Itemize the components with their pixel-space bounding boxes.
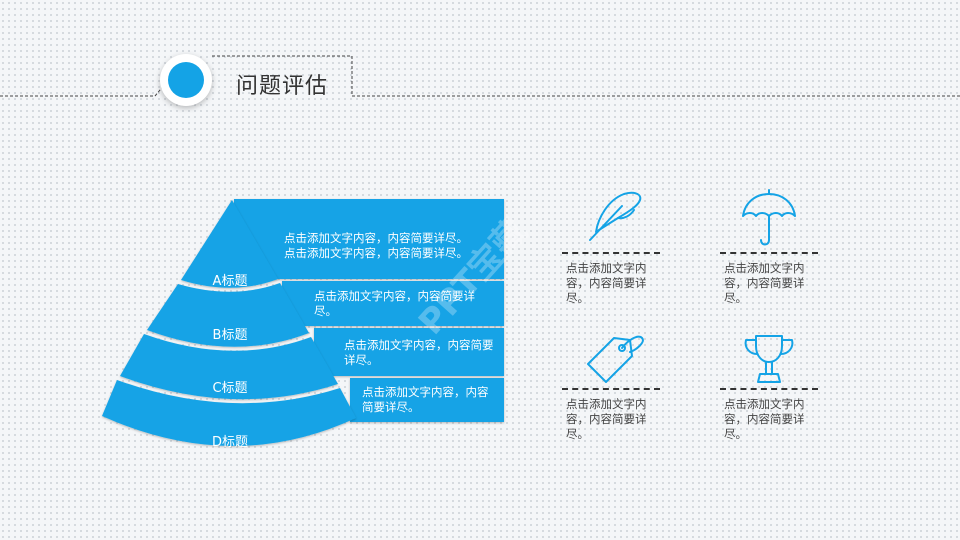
card-text-umbrella: 点击添加文字内容，内容简要详尽。 — [724, 261, 805, 305]
feather-icon — [589, 191, 642, 241]
tier-d-label: D标题 — [211, 435, 248, 450]
tier-b-label: B标题 — [212, 328, 248, 343]
card-text-feather: 点击添加文字内容，内容简要详尽。 — [566, 261, 647, 305]
tier-a-label: A标题 — [212, 274, 248, 289]
band-d — [350, 378, 504, 422]
trophy-icon — [744, 335, 794, 383]
tier-a-text-line-1: 点击添加文字内容，内容简要详尽。 — [284, 231, 468, 245]
card-divider-2 — [720, 252, 818, 254]
page-title: 问题评估 — [236, 74, 329, 99]
tier-d-text: 点击添加文字内容，内容简要详尽。 — [362, 385, 489, 414]
price-tag-icon — [587, 335, 644, 383]
card-divider-3 — [562, 388, 660, 390]
tier-b-text: 点击添加文字内容，内容简要详尽。 — [314, 289, 475, 318]
tier-d-shape — [102, 380, 356, 447]
tier-a-shape — [181, 200, 278, 288]
card-text-tag: 点击添加文字内容，内容简要详尽。 — [566, 397, 647, 441]
tier-c-label: C标题 — [212, 381, 248, 396]
band-c — [314, 328, 504, 376]
tier-a-text-line-2: 点击添加文字内容，内容简要详尽。 — [284, 246, 468, 260]
tier-c-shape — [120, 334, 338, 400]
tier-b-shape — [147, 283, 309, 347]
tier-a-text: 点击添加文字内容，内容简要详尽。 点击添加文字内容，内容简要详尽。 — [284, 231, 500, 261]
card-divider-1 — [562, 252, 660, 254]
card-text-trophy: 点击添加文字内容，内容简要详尽。 — [724, 397, 805, 441]
band-b — [282, 281, 504, 326]
title-badge-dot — [168, 62, 204, 98]
band-a — [234, 199, 504, 279]
tier-c-text: 点击添加文字内容，内容简要详尽。 — [344, 338, 494, 367]
umbrella-icon — [742, 189, 796, 246]
card-divider-4 — [720, 388, 818, 390]
